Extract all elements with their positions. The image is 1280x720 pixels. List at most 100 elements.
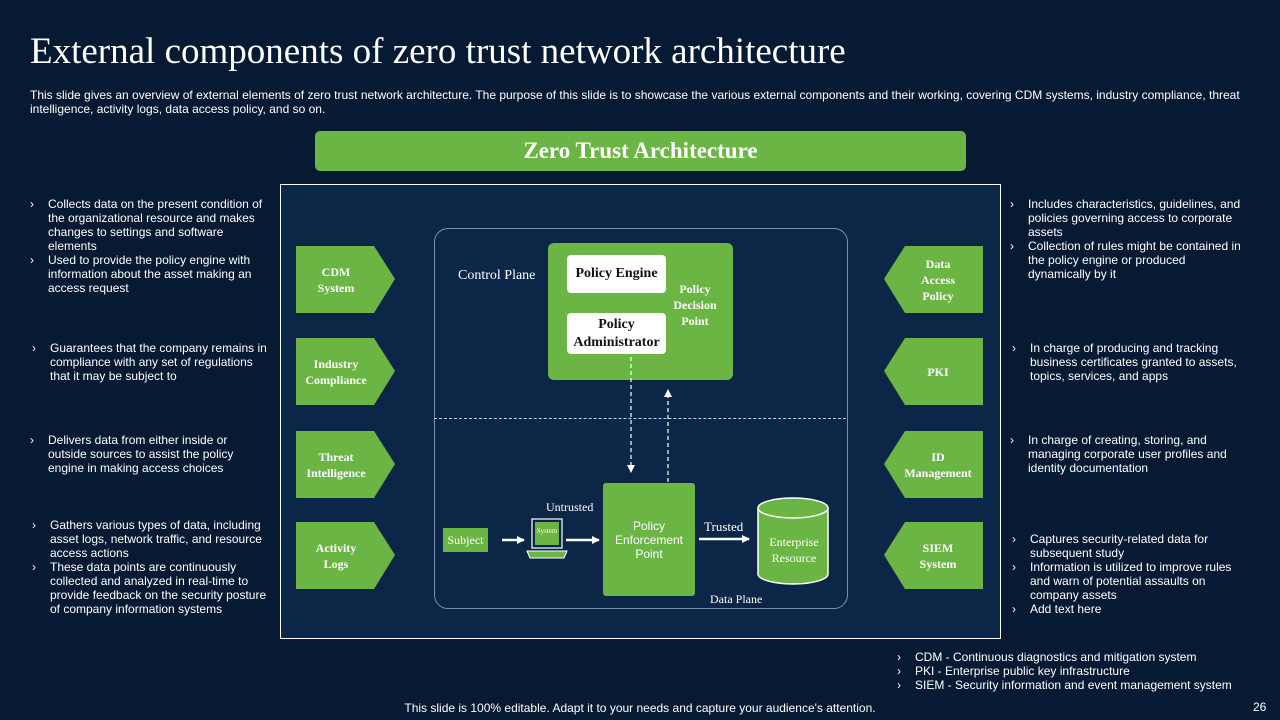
bullet-marker: › [32, 518, 36, 532]
system-label: System [536, 527, 558, 535]
threat-line2: Intelligence [306, 465, 366, 480]
dap-line1: Data [925, 256, 951, 271]
bullet-marker: › [30, 253, 34, 267]
bullet-item: ›Collects data on the present condition … [30, 197, 270, 253]
pki-line1: PKI [927, 364, 949, 379]
pep-line3: Point [635, 546, 663, 561]
activity-chevron-shape [296, 522, 395, 589]
abbreviation-text: PKI - Enterprise public key infrastructu… [915, 664, 1130, 678]
policy-administrator-box: Policy Administrator [567, 313, 666, 354]
bullet-text: These data points are continuously colle… [50, 560, 267, 616]
bullet-text: Gathers various types of data, including… [50, 518, 262, 560]
cdm-line2: System [317, 280, 355, 295]
er-line2: Resource [771, 551, 817, 565]
bullet-text: Captures security-related data for subse… [1030, 532, 1209, 560]
bullet-item: ›Includes characteristics, guidelines, a… [1010, 197, 1250, 239]
abbreviation-item: › SIEM - Security information and event m… [897, 678, 1267, 692]
bullet-text: Delivers data from either inside or outs… [48, 433, 234, 475]
control-plane-label: Control Plane [458, 268, 536, 283]
id-description: ›In charge of creating, storing, and man… [1010, 433, 1240, 475]
bullet-item: › Gathers various types of data, includin… [32, 518, 267, 560]
bullet-marker: › [1012, 532, 1016, 546]
policy-admin-line2: Administrator [573, 334, 660, 350]
id-line2: Management [904, 465, 972, 480]
bullet-item: › In charge of producing and tracking bus… [1012, 341, 1250, 383]
bullet-marker: › [32, 341, 36, 355]
bullet-item: › These data points are continuously coll… [32, 560, 267, 616]
bullet-text: Includes characteristics, guidelines, an… [1028, 197, 1241, 239]
page-number: 26 [1253, 700, 1267, 714]
bullet-marker: › [1010, 433, 1014, 447]
abbreviation-text: SIEM - Security information and event ma… [915, 678, 1232, 692]
database-icon [757, 497, 829, 585]
pdp-label-line1: Policy [679, 282, 711, 296]
bullet-text: Used to provide the policy engine with i… [48, 253, 252, 295]
bullet-text: Information is utilized to improve rules… [1030, 560, 1232, 602]
er-line1: Enterprise [769, 535, 819, 549]
bullet-marker: › [1012, 560, 1016, 574]
data-access-chevron-shape [884, 246, 983, 313]
compliance-line1: Industry [313, 356, 359, 371]
bullet-marker: › [897, 650, 901, 664]
data-access-description: › Includes characteristics, guidelines, a… [1010, 197, 1250, 281]
bullet-marker: › [1010, 239, 1014, 253]
compliance-chevron-shape [296, 338, 395, 405]
bullet-marker: › [1012, 602, 1016, 616]
siem-line1: SIEM [922, 540, 954, 555]
pki-chevron-shape [884, 338, 983, 405]
bullet-item: › Captures security-related data for subs… [1012, 532, 1250, 560]
threat-description: › Delivers data from either inside or out… [30, 433, 250, 475]
compliance-description: ›Guarantees that the company remains in … [32, 341, 272, 383]
bullet-marker: › [1012, 341, 1016, 355]
activity-line2: Logs [323, 556, 349, 571]
pep-line2: Enforcement [614, 532, 684, 547]
abbreviations-list: ›CDM - Continuous diagnostics and mitiga… [897, 650, 1267, 692]
dap-line2: Access [921, 272, 955, 287]
bullet-marker: › [897, 678, 901, 692]
activity-description: › Gathers various types of data, includin… [32, 518, 267, 616]
dap-line3: Policy [922, 288, 954, 303]
footer-note: This slide is 100% editable. Adapt it to… [404, 701, 876, 715]
bullet-marker: › [30, 433, 34, 447]
bullet-marker: › [30, 197, 34, 211]
compliance-line2: Compliance [305, 372, 367, 387]
pep-line1: Policy [632, 518, 665, 533]
laptop-icon [526, 518, 568, 559]
page-title: External components of zero trust networ… [30, 31, 846, 72]
pki-chevron: PKI [898, 338, 978, 405]
bullet-item: ›Guarantees that the company remains in … [32, 341, 272, 383]
abbreviation-item: ›PKI - Enterprise public key infrastruct… [897, 664, 1267, 678]
bullet-item: ›In charge of creating, storing, and man… [1010, 433, 1240, 475]
id-line1: ID [931, 449, 945, 464]
abbreviation-item: ›CDM - Continuous diagnostics and mitiga… [897, 650, 1267, 664]
zero-trust-banner: Zero Trust Architecture [315, 131, 966, 171]
untrusted-label: Untrusted [546, 500, 594, 514]
bullet-text: Add text here [1030, 602, 1102, 616]
data-plane-label: Data Plane [710, 592, 763, 606]
threat-line1: Threat [318, 449, 354, 464]
pdp-label: Policy Decision Point [668, 281, 722, 329]
bullet-item: › Delivers data from either inside or out… [30, 433, 250, 475]
policy-admin-line1: Policy [598, 316, 635, 332]
bullet-marker: › [32, 560, 36, 574]
plane-divider [434, 418, 846, 419]
bullet-item: ›Collection of rules might be contained … [1010, 239, 1250, 281]
page-subtitle: This slide gives an overview of external… [30, 88, 1240, 116]
siem-description: › Captures security-related data for subs… [1012, 532, 1250, 616]
subject-box: Subject [443, 528, 488, 552]
activity-line1: Activity [315, 540, 357, 555]
bullet-text: In charge of producing and tracking busi… [1030, 341, 1237, 383]
pdp-label-line2: Decision [673, 298, 717, 312]
bullet-item: › Information is utilized to improve rule… [1012, 560, 1250, 602]
cdm-description: ›Collects data on the present condition … [30, 197, 270, 295]
cdm-line1: CDM [321, 264, 351, 279]
bullet-item: › Used to provide the policy engine with … [30, 253, 270, 295]
policy-enforcement-point: Policy Enforcement Point [603, 483, 695, 596]
siem-chevron-shape [884, 522, 983, 589]
cdm-chevron-shape [296, 246, 395, 313]
